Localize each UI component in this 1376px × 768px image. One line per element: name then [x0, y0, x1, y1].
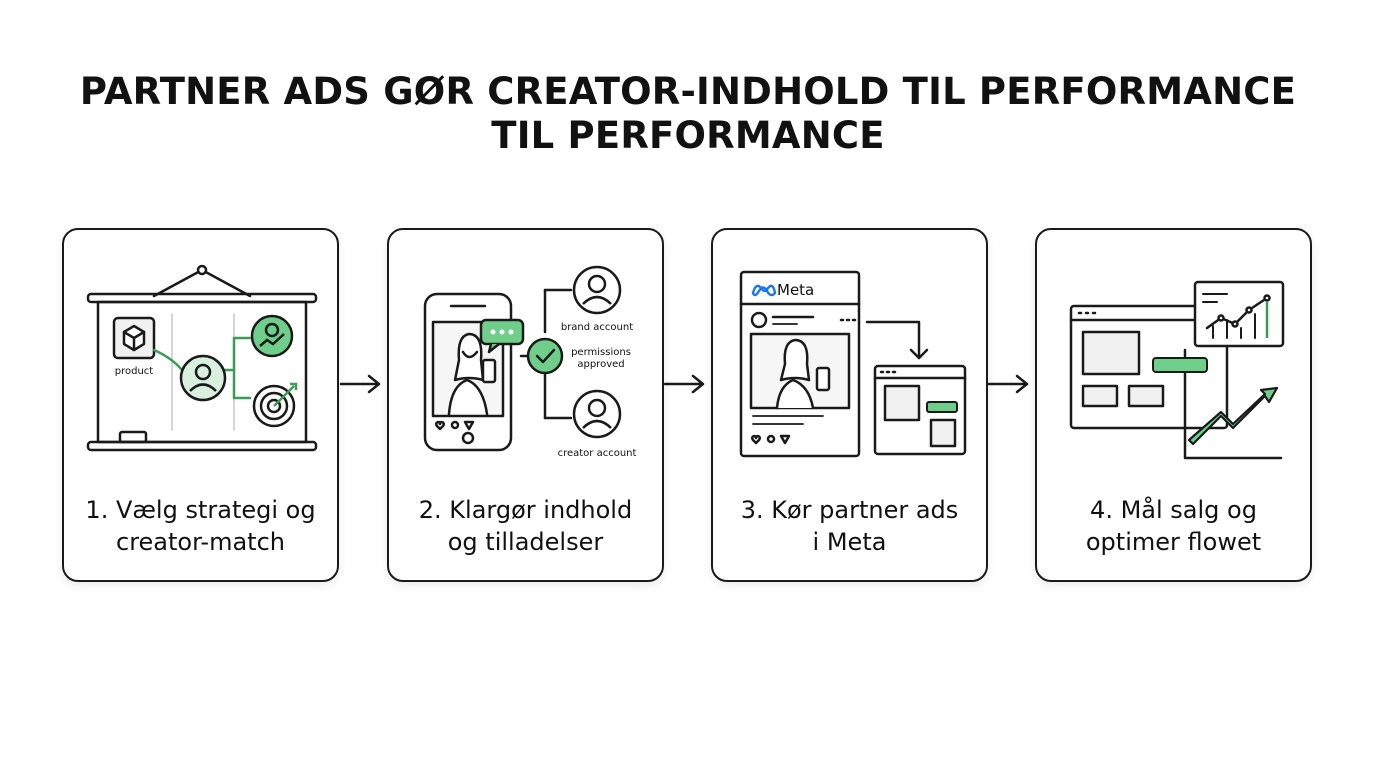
arrow-right-icon [987, 374, 1029, 394]
strategy-board-illustration: product [86, 264, 318, 452]
meta-label: Meta [777, 281, 814, 299]
creator-avatar-icon [572, 389, 622, 439]
phone-permissions-illustration: brand account permissions approved creat… [423, 265, 637, 459]
approved-label: approved [577, 359, 624, 370]
product-label: product [115, 366, 154, 377]
step-caption-1: 1. Vælg strategi og creator-match [64, 494, 337, 558]
step-3-line-2: i Meta [812, 528, 887, 556]
step-2-line-1: 2. Klargør indhold [418, 496, 633, 524]
brand-avatar-icon [572, 265, 622, 315]
step-4-line-2: optimer flowet [1085, 528, 1262, 556]
title-line-1: PARTNER ADS GØR CREATOR-INDHOLD TIL PERF… [79, 70, 1297, 113]
analytics-illustration [1069, 280, 1285, 460]
step-2-line-2: og tilladelser [447, 528, 604, 556]
page-title: PARTNER ADS GØR CREATOR-INDHOLD TIL PERF… [0, 70, 1376, 158]
step-1-line-2: creator-match [116, 528, 285, 556]
meta-logo-icon [751, 284, 777, 297]
step-caption-4: 4. Mål salg og optimer flowet [1037, 494, 1310, 558]
step-4-line-1: 4. Mål salg og [1090, 496, 1257, 524]
trend-up-icon [1187, 386, 1279, 446]
step-card-2: brand account permissions approved creat… [387, 228, 664, 582]
arrow-right-icon [339, 374, 381, 394]
arrow-right-icon [663, 374, 705, 394]
growth-avatar-icon [250, 314, 294, 358]
step-caption-2: 2. Klargør indhold og tilladelser [389, 494, 662, 558]
check-icon [526, 337, 564, 375]
title-line-2: TIL PERFORMANCE [491, 114, 885, 157]
creator-avatar-icon [179, 354, 227, 402]
permissions-label: permissions [571, 347, 631, 358]
chat-bubble-icon [479, 318, 525, 354]
step-3-line-1: 3. Kør partner ads [740, 496, 959, 524]
step-card-4: 4. Mål salg og optimer flowet [1035, 228, 1312, 582]
brand-account-label: brand account [561, 322, 633, 333]
step-card-1: product 1. Vælg strategi og creator-matc… [62, 228, 339, 582]
meta-ads-illustration: Meta [739, 270, 967, 458]
step-card-3: Meta 3. Kør partner ads i Meta [711, 228, 988, 582]
step-caption-3: 3. Kør partner ads i Meta [713, 494, 986, 558]
creator-account-label: creator account [558, 448, 637, 459]
step-1-line-1: 1. Vælg strategi og [85, 496, 316, 524]
target-icon [252, 382, 298, 428]
